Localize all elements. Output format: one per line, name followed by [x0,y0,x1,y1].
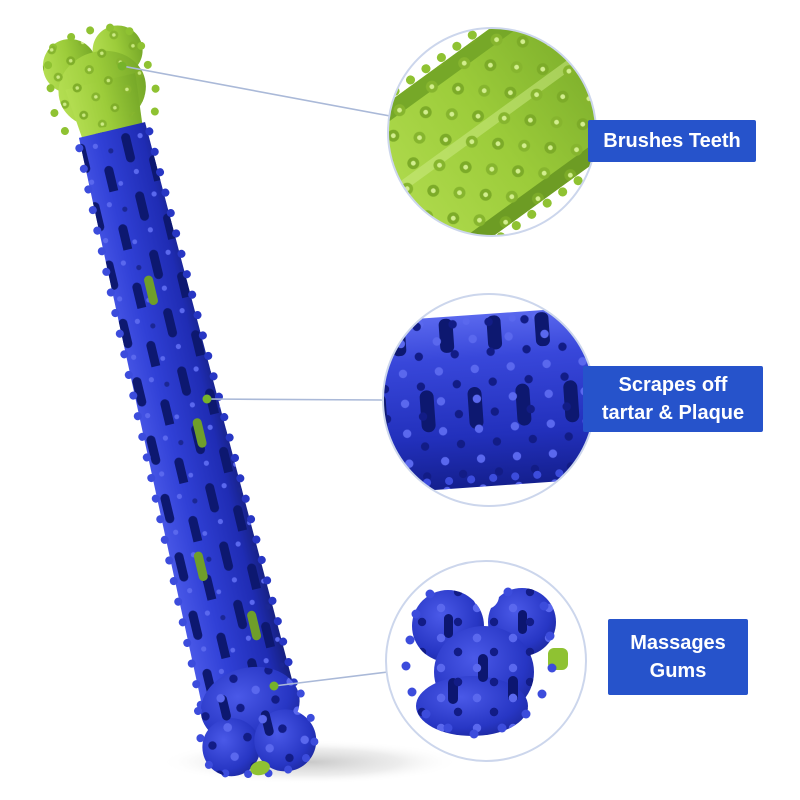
connector-lines [121,65,391,687]
connector-line-brushes-teeth [121,65,391,117]
bone-edge-bumps [401,587,557,739]
connector-anchor-dots [117,61,279,691]
chew-stick-toy [42,23,319,779]
zoom-circle-massages-gums [385,560,587,762]
green-bone-top [42,23,160,147]
connector-line-massages-gums [273,671,389,687]
zoom-circle-scrapes-tartar [382,293,596,507]
label-brushes-teeth: Brushes Teeth [588,120,756,162]
blue-stick [75,122,300,715]
blue-bone-bottom [194,666,319,779]
label-scrapes-tartar: Scrapes off tartar & Plaque [583,366,763,432]
label-massages-gums: Massages Gums [608,619,748,695]
green-tip-nub [250,760,270,776]
label-scrapes-tartar-line2: tartar & Plaque [601,402,745,424]
label-brushes-teeth-text: Brushes Teeth [603,130,741,152]
connector-line-scrapes-tartar [206,398,384,401]
label-scrapes-tartar-line1: Scrapes off [618,374,728,396]
label-massages-gums-line1: Massages [630,632,726,654]
label-massages-gums-line2: Gums [649,660,707,682]
green-slot-windows [144,275,262,641]
